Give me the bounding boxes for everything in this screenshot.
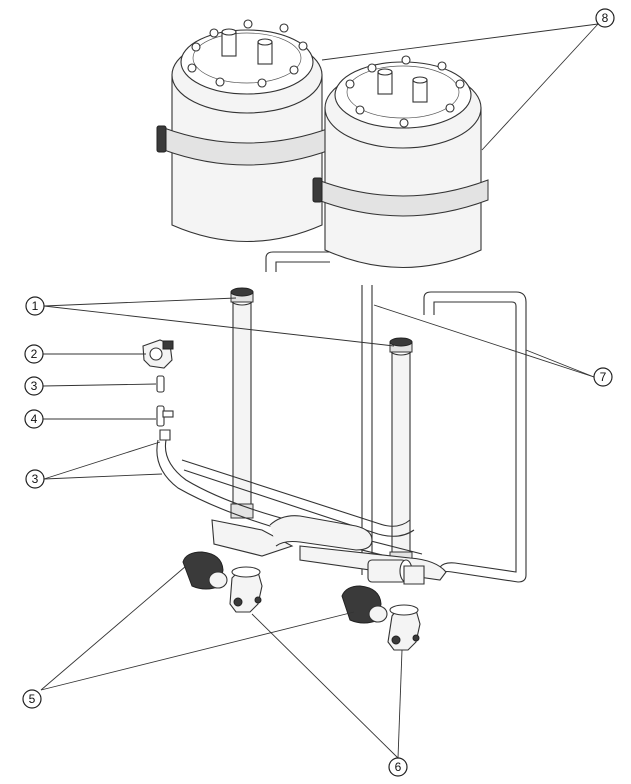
- steam-cylinder-right: [312, 55, 489, 268]
- hose-connector-part: [156, 375, 165, 393]
- callout-label: 5: [29, 692, 36, 706]
- callout-2: 2: [24, 344, 44, 364]
- steam-cylinder-left: [156, 19, 331, 242]
- drain-valve-left: [229, 566, 263, 613]
- drain-pump-right: [341, 585, 388, 624]
- cylinder-right-bolts: [345, 55, 465, 128]
- leader-lines: [40, 23, 599, 759]
- cylinder-left-bolts: [187, 19, 308, 88]
- callout-label: 1: [32, 299, 39, 313]
- callout-4: 4: [24, 409, 44, 429]
- standpipe-left: [230, 287, 254, 519]
- callout-label: 4: [31, 412, 38, 426]
- callout-5: 5: [22, 689, 42, 709]
- callout-3-lower: 3: [25, 469, 45, 489]
- callout-label: 2: [31, 347, 38, 361]
- drain-manifold: [211, 515, 447, 585]
- steam-hoses: [265, 251, 527, 583]
- callout-label: 8: [602, 11, 609, 25]
- fill-valve-part: [142, 339, 174, 369]
- drain-valve-right: [387, 604, 421, 651]
- callout-label: 3: [32, 472, 39, 486]
- callout-label: 7: [600, 370, 607, 384]
- callout-7: 7: [593, 367, 613, 387]
- callout-6: 6: [388, 757, 408, 777]
- tee-fitting-part: [156, 405, 174, 427]
- standpipe-right: [389, 337, 413, 567]
- fill-hose: [156, 429, 423, 565]
- callout-1: 1: [25, 296, 45, 316]
- callout-8: 8: [595, 8, 615, 28]
- callout-label: 3: [31, 379, 38, 393]
- drain-pump-left: [182, 551, 228, 590]
- callout-3-upper: 3: [24, 376, 44, 396]
- callout-label: 6: [395, 760, 402, 774]
